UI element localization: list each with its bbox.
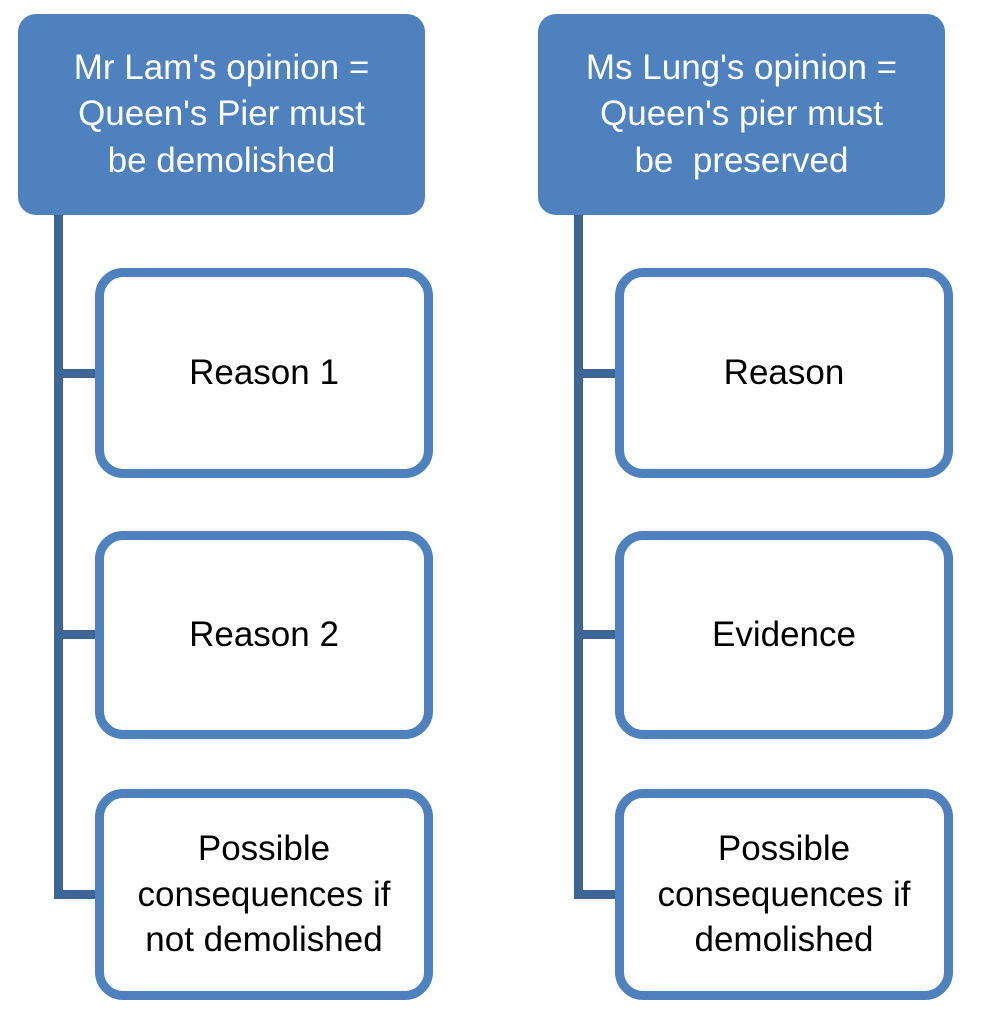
- connector-stub: [62, 890, 96, 899]
- node-reason: Reason: [615, 268, 953, 478]
- node-reason-2: Reason 2: [95, 531, 433, 739]
- node-evidence: Evidence: [615, 531, 953, 739]
- connector-trunk-right: [574, 215, 583, 899]
- node-consequences-if-demolished: Possible consequences if demolished: [615, 789, 953, 1000]
- connector-stub: [582, 890, 616, 899]
- connector-stub: [582, 369, 616, 378]
- connector-trunk-left: [54, 215, 63, 899]
- connector-stub: [582, 630, 616, 639]
- header-box-mr-lam: Mr Lam's opinion = Queen's Pier must be …: [18, 14, 425, 215]
- column-ms-lung: Ms Lung's opinion = Queen's pier must be…: [520, 0, 996, 1026]
- header-box-ms-lung: Ms Lung's opinion = Queen's pier must be…: [538, 14, 945, 215]
- column-mr-lam: Mr Lam's opinion = Queen's Pier must be …: [0, 0, 476, 1026]
- node-reason-1: Reason 1: [95, 268, 433, 478]
- connector-stub: [62, 369, 96, 378]
- node-consequences-if-not-demolished: Possible consequences if not demolished: [95, 789, 433, 1000]
- connector-stub: [62, 630, 96, 639]
